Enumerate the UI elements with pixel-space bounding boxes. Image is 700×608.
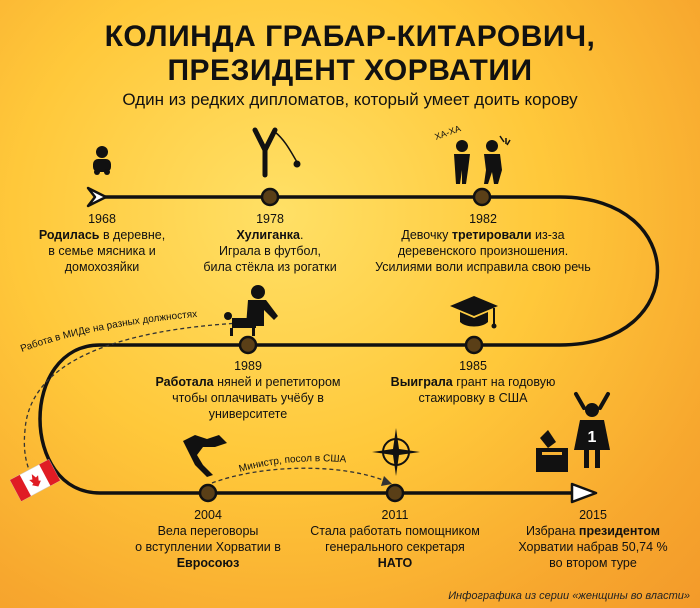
event-text: . [300, 228, 304, 242]
event-bold: Работала [155, 375, 214, 389]
event-2011: 2011 Стала работать помощником генеральн… [300, 507, 490, 571]
marker-2011 [385, 483, 405, 503]
event-text: Избрана [525, 524, 579, 538]
event-text: генерального секретаря [325, 540, 465, 554]
event-text: няней и репетитором [213, 375, 341, 389]
event-text: домохозяйки [64, 260, 140, 274]
event-year: 1978 [256, 212, 284, 226]
event-text: чтобы оплачивать учёбу в [172, 391, 324, 405]
event-1978: 1978 Хулиганка. Играла в футбол, била ст… [190, 211, 350, 275]
event-text: Стала работать помощником [310, 524, 480, 538]
marker-1978 [260, 187, 280, 207]
event-1982: 1982 Девочку третировали из-за деревенск… [365, 211, 601, 275]
bullying-icon: ХА-ХА [433, 123, 511, 184]
event-text: Играла в футбол, [218, 244, 321, 258]
usa-arrowhead-icon [381, 476, 392, 486]
event-bold: третировали [451, 228, 532, 242]
slingshot-icon [252, 127, 301, 178]
event-text: Хорватии набрав 50,74 % [518, 540, 668, 554]
event-year: 1982 [469, 212, 497, 226]
baby-icon [93, 146, 111, 175]
footer-credit: Инфографика из серии «женщины во власти» [448, 590, 690, 602]
event-1985: 1985 Выиграла грант на годовую стажировк… [370, 358, 576, 406]
event-year: 1989 [234, 359, 262, 373]
event-text: университете [208, 407, 288, 421]
event-bold: Родилась [38, 228, 100, 242]
title-line-2: ПРЕЗИДЕНТ ХОРВАТИИ [167, 54, 533, 87]
event-bold: Хулиганка [236, 228, 301, 242]
president-icon: 1 [574, 392, 610, 468]
event-text: била стёкла из рогатки [203, 260, 337, 274]
event-text: во втором туре [549, 556, 637, 570]
dashed-path-usa [211, 467, 389, 484]
graduation-cap-icon [450, 296, 498, 329]
event-2015: 2015 Избрана президентом Хорватии набрав… [500, 507, 686, 571]
mfa-label-text: Работа в МИДе на разных должностях [19, 309, 197, 355]
marker-1982 [472, 187, 492, 207]
end-arrow-icon [570, 482, 598, 504]
event-year: 1985 [459, 359, 487, 373]
event-text: Девочку [401, 228, 452, 242]
event-text: Усилиями воли исправила свою речь [375, 260, 591, 274]
event-2004: 2004 Вела переговоры о вступлении Хорват… [120, 507, 296, 571]
dashed-path-mfa [23, 322, 241, 491]
event-bold: Выиграла [390, 375, 453, 389]
canada-flag-icon [9, 459, 61, 502]
event-text: грант на годовую [452, 375, 556, 389]
event-text: в деревне, [99, 228, 166, 242]
ballot-box-icon [536, 430, 568, 472]
event-bold: НАТО [377, 556, 413, 570]
event-year: 2011 [381, 508, 409, 522]
nato-icon [372, 428, 420, 476]
event-text: стажировку в США [418, 391, 528, 405]
event-year: 2015 [579, 508, 607, 522]
event-year: 1968 [88, 212, 116, 226]
event-bold: президентом [578, 524, 661, 538]
event-year: 2004 [194, 508, 222, 522]
event-1968: 1968 Родилась в деревне, в семье мясника… [22, 211, 182, 275]
svg-text:ХА-ХА: ХА-ХА [433, 123, 462, 142]
croatia-map-icon [183, 435, 227, 477]
marker-1985 [464, 335, 484, 355]
marker-2004 [198, 483, 218, 503]
event-bold: Евросоюз [176, 556, 240, 570]
event-text: Вела переговоры [157, 524, 259, 538]
start-chevron-icon [86, 186, 108, 208]
event-text: из-за [531, 228, 565, 242]
event-text: в семье мясника и [48, 244, 156, 258]
president-number: 1 [588, 429, 597, 446]
marker-1989 [238, 335, 258, 355]
nanny-icon [224, 285, 278, 336]
subtitle: Один из редких дипломатов, который умеет… [122, 90, 578, 109]
title-line-1: КОЛИНДА ГРАБАР-КИТАРОВИЧ, [104, 20, 596, 53]
event-1989: 1989 Работала няней и репетитором чтобы … [140, 358, 356, 422]
timeline-road-line [38, 195, 660, 495]
event-text: деревенского произношения. [397, 244, 569, 258]
event-text: о вступлении Хорватии в [135, 540, 281, 554]
mfa-label: Работа в МИДе на разных должностях [19, 309, 197, 355]
